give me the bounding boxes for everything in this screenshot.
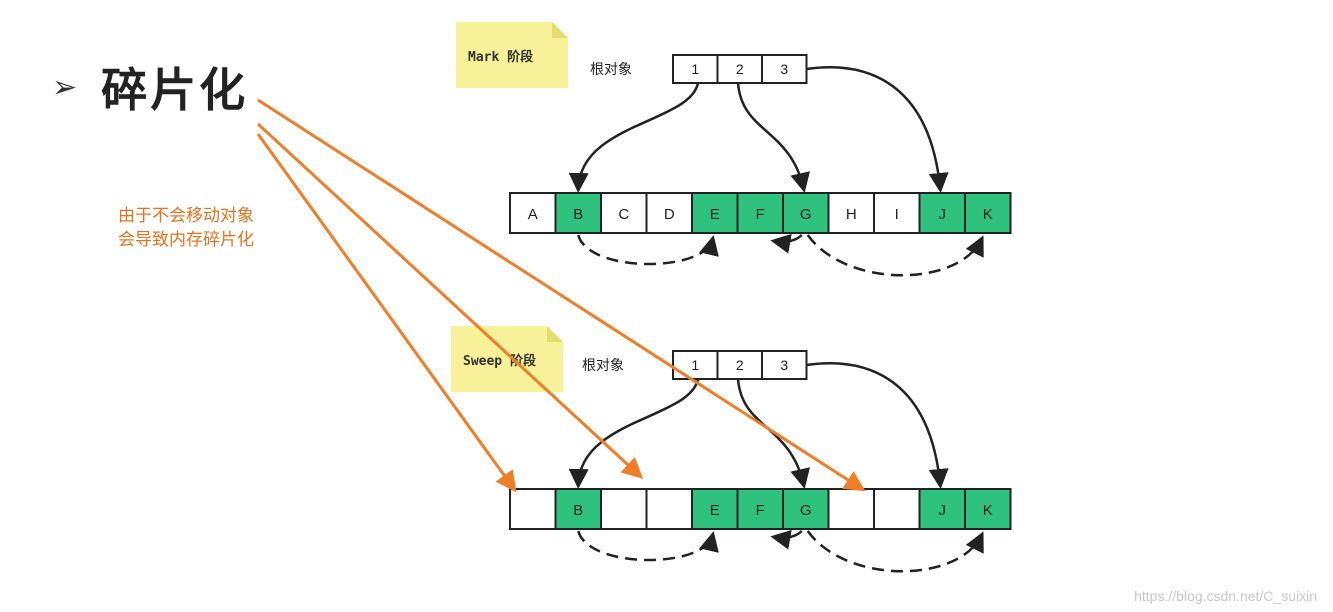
live-object-cell — [736, 192, 784, 234]
object-label: G — [800, 502, 812, 519]
root-box — [716, 350, 763, 380]
sticky-note — [451, 326, 563, 392]
ref-arrow-g-k — [806, 530, 984, 573]
object-label: H — [846, 206, 857, 223]
sticky-fold — [547, 326, 563, 342]
root-label: 根对象 — [590, 62, 632, 78]
object-label: F — [756, 206, 765, 223]
root-number: 1 — [691, 61, 699, 77]
live-object-cell — [736, 488, 784, 530]
annotation-arrow-to-gap-h — [257, 98, 866, 492]
live-object-cell — [964, 488, 1012, 530]
root-arrow-3 — [806, 362, 949, 489]
live-object-cell — [918, 488, 966, 530]
root-number: 1 — [691, 357, 699, 373]
phase-label: Sweep 阶段 — [463, 353, 536, 369]
root-arrow-3 — [806, 66, 949, 193]
watermark: https://blog.csdn.net/C_suixin — [1134, 588, 1317, 604]
object-label: K — [983, 502, 993, 519]
object-label: J — [939, 502, 947, 519]
arrow-bullet-icon: ➢ — [52, 69, 78, 105]
object-label: F — [756, 502, 765, 519]
object-label: E — [710, 206, 720, 223]
ref-arrow-g-f — [770, 529, 803, 550]
root-number: 3 — [780, 61, 788, 77]
ref-arrow-b-e — [577, 234, 719, 266]
ref-arrow-g-k — [806, 234, 984, 277]
note-line-1: 由于不会移动对象 — [118, 206, 254, 226]
object-label: G — [800, 206, 812, 223]
root-label: 根对象 — [582, 358, 624, 374]
ref-arrow-b-e — [577, 530, 719, 562]
live-object-cell — [964, 192, 1012, 234]
object-cell — [600, 488, 648, 530]
object-cell — [873, 192, 921, 234]
annotation-arrow-to-gap-c — [256, 122, 644, 479]
object-cell — [827, 488, 875, 530]
note-line-2: 会导致内存碎片化 — [118, 230, 254, 250]
live-object-cell — [918, 192, 966, 234]
object-cell — [509, 488, 557, 530]
object-cell — [645, 488, 693, 530]
object-cell — [509, 192, 557, 234]
live-object-cell — [554, 192, 602, 234]
sticky-note — [456, 22, 568, 88]
object-label: I — [895, 206, 899, 223]
root-arrow-2 — [736, 82, 810, 193]
live-object-cell — [691, 488, 739, 530]
root-arrow-1 — [568, 82, 700, 193]
root-number: 3 — [780, 357, 788, 373]
object-cell — [600, 192, 648, 234]
object-label: B — [573, 502, 583, 519]
object-label: E — [710, 502, 720, 519]
root-box — [672, 54, 719, 84]
phase-label: Mark 阶段 — [468, 49, 533, 65]
object-label: A — [528, 206, 538, 223]
object-label: K — [983, 206, 993, 223]
object-label: J — [939, 206, 947, 223]
sticky-fold — [552, 22, 568, 38]
object-cell — [645, 192, 693, 234]
root-arrow-1 — [568, 378, 700, 489]
ref-arrow-g-f — [770, 233, 803, 254]
root-box — [761, 350, 808, 380]
object-label: C — [618, 206, 629, 223]
slide-title: ➢ 碎片化 — [52, 52, 248, 122]
root-number: 2 — [736, 357, 744, 373]
object-cell — [827, 192, 875, 234]
object-label: D — [664, 206, 675, 223]
annotation-note: 由于不会移动对象 会导致内存碎片化 — [118, 204, 318, 252]
root-number: 2 — [736, 61, 744, 77]
object-cell — [873, 488, 921, 530]
title-text: 碎片化 — [101, 63, 249, 117]
annotation-arrow-to-gap-a — [256, 133, 517, 493]
object-label: B — [573, 206, 583, 223]
